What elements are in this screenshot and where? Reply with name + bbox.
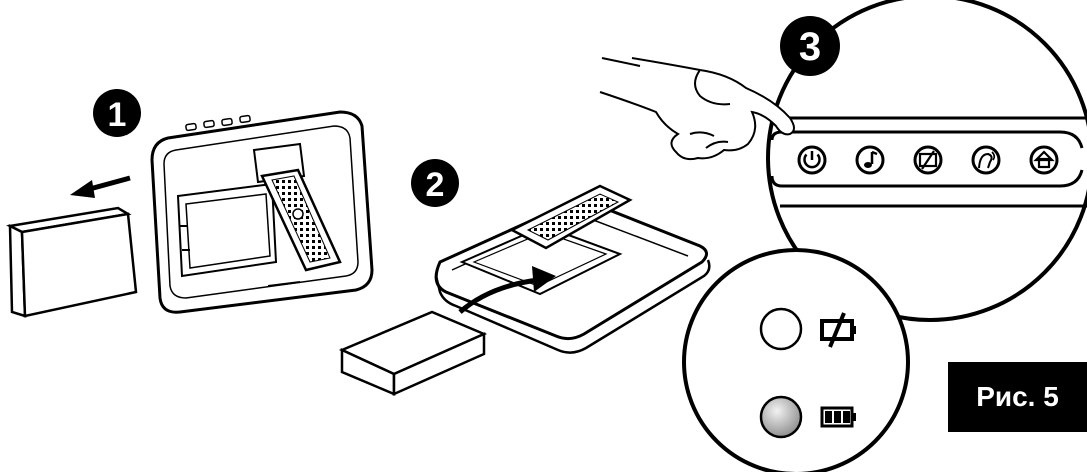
figure-label: Рис. 5 [948, 362, 1087, 432]
step-3-number: 3 [799, 25, 821, 69]
music-icon[interactable] [857, 147, 883, 173]
pointing-hand-icon [600, 58, 794, 159]
led-on-indicator [761, 397, 801, 437]
photo-frame-flat [436, 186, 709, 353]
battery-compartment [178, 184, 276, 276]
remove-arrow-icon [70, 178, 130, 198]
step-2-number: 2 [426, 166, 445, 204]
slideshow-icon[interactable] [915, 147, 941, 173]
led-off-indicator [761, 309, 801, 349]
step-2-group: 2 [342, 159, 709, 394]
step-1-number: 1 [108, 96, 127, 134]
battery-inserted [342, 312, 484, 394]
home-icon[interactable] [1031, 147, 1057, 173]
step-1-group: 1 [10, 89, 372, 316]
photo-frame-back [152, 112, 372, 312]
indicator-legend [684, 250, 908, 472]
indicator-zoom [684, 250, 908, 472]
power-icon[interactable] [799, 147, 825, 173]
voice-icon[interactable] [973, 147, 999, 173]
battery-removed [10, 208, 136, 316]
